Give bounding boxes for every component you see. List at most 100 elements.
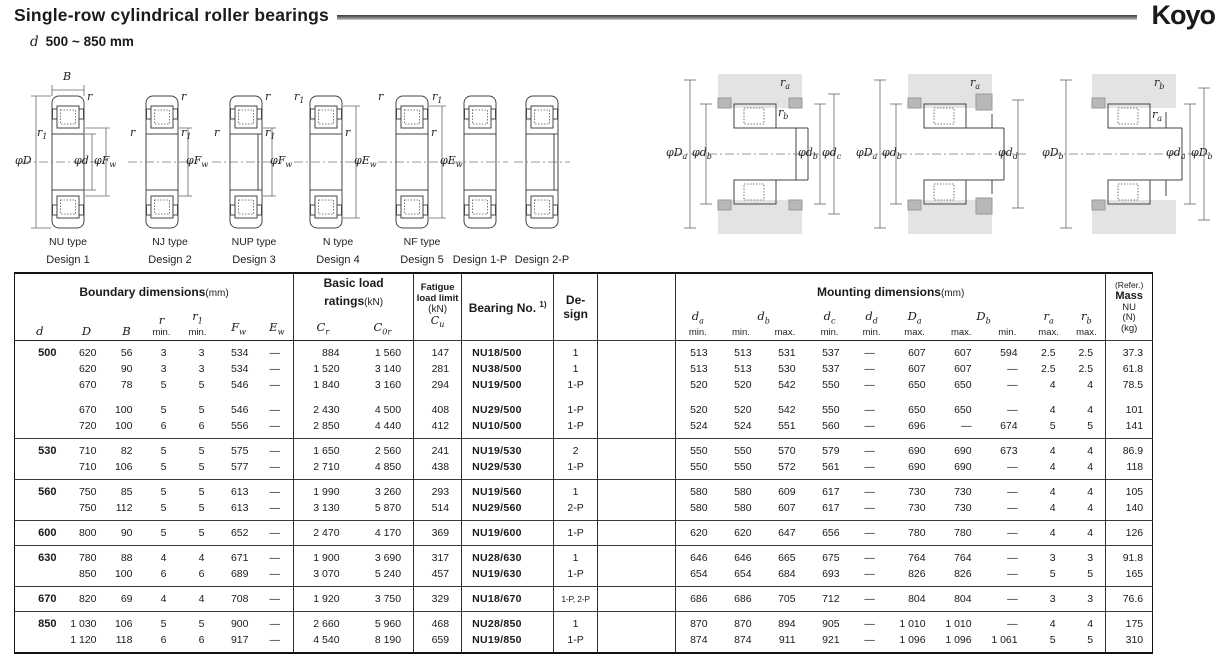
cell-db-min: 580 [719, 479, 764, 501]
cell-db-min: 646 [719, 545, 764, 567]
cell-C0r: 8 190 [374, 634, 402, 647]
footnote-marker: 1) [539, 299, 547, 309]
cell-C0r: 4 440 [374, 420, 402, 433]
cell-bearing-no: NU19/600 [461, 520, 554, 546]
cell-dc-min: 617 [822, 502, 840, 515]
cell-bearing-no: NU19/500 [461, 377, 554, 394]
cell-Ew: — [269, 363, 281, 376]
cell-Cr: 2 430 [293, 393, 352, 419]
cell-Fw: 708 [216, 586, 261, 612]
cell-ra-max: 5 [1049, 634, 1056, 647]
cell-d: 670 [14, 586, 65, 612]
cell-r1-min: 6 [198, 568, 205, 581]
cell-d: 600 [14, 520, 65, 546]
cell-db-min: 520 [734, 404, 752, 417]
cell-empty [597, 545, 676, 567]
cell-da-min: 580 [675, 479, 720, 501]
design-caption-2p: Design 2-P [514, 254, 570, 266]
cell-B: 85 [108, 479, 145, 501]
cell-empty [597, 340, 676, 362]
cell-Ew: — [260, 479, 294, 501]
cell-r-min: 5 [144, 520, 179, 546]
cell-dc-min: 550 [822, 404, 840, 417]
dim-label-r1: r1 [432, 90, 443, 106]
col-Fw: Fw [216, 310, 261, 342]
cell-dd-min: — [864, 404, 875, 417]
cell-design: 1 [553, 545, 598, 567]
cell-Db-max: 826 [954, 568, 972, 581]
cell-r1-min: 5 [198, 404, 205, 417]
cell-bearing-no: NU19/630 [461, 566, 554, 587]
cell-ra-max: 2.5 [1029, 340, 1068, 362]
cell-Ew: — [269, 461, 281, 474]
type-caption-nj: NJ type [152, 236, 188, 248]
cell-ra-max: 3 [1029, 545, 1068, 567]
cell-db-min: 580 [734, 502, 752, 515]
mounting-diagram-1: ra rb φDa φdb φdb φdc [666, 74, 848, 244]
cell-Cr: 1 840 [293, 377, 352, 394]
cell-Fw: 534 [230, 363, 249, 376]
cell-db-max: 609 [763, 479, 808, 501]
cell-dd-min: — [864, 568, 875, 581]
cell-mass: 76.6 [1105, 586, 1153, 612]
cell-Da-max: 730 [908, 502, 926, 515]
design-caption-1: Design 1 [46, 254, 90, 266]
cell-Cr: 1 920 [293, 586, 352, 612]
col-B: B [108, 310, 145, 342]
cell-Cr: 1 520 [293, 361, 352, 378]
cell-B: 90 [120, 363, 133, 376]
cell-Cu: 317 [413, 545, 462, 567]
cell-d [15, 393, 65, 418]
type-caption-nf: NF type [403, 236, 441, 248]
cell-mass: 101 [1105, 393, 1153, 419]
mounting-drawing-2 [864, 74, 1028, 234]
cell-r-min: 5 [160, 379, 167, 392]
cell-rb-max: 2.5 [1078, 363, 1094, 376]
bearing-table-wrap: Boundary dimensions(mm) Basic load ratin… [14, 272, 1154, 654]
cell-d: 850 [14, 611, 65, 633]
cell-db-max: 572 [778, 461, 796, 474]
cell-bearing-no: NU19/850 [461, 632, 554, 654]
cell-db-min: 550 [734, 461, 752, 474]
cell-Cu: 457 [413, 566, 462, 587]
cell-Ew: — [260, 438, 294, 460]
cell-rb-max: 5 [1087, 420, 1094, 433]
cell-r1-min: 5 [178, 479, 217, 501]
cell-design: 1-P [553, 566, 598, 587]
cell-Db-max: 607 [937, 340, 984, 362]
cell-db-min: 520 [734, 379, 752, 392]
cell-C0r: 4 500 [374, 404, 402, 417]
cell-db-max: 705 [763, 586, 808, 612]
cell-ra-max: 3 [1029, 586, 1068, 612]
cell-ra-max: 4 [1049, 379, 1056, 392]
cell-Cr: 1 990 [293, 479, 352, 501]
cell-design: 1-P [553, 632, 598, 654]
cell-da-min: 524 [675, 418, 720, 439]
cell-Ew: — [269, 502, 281, 515]
cell-rb-max: 4 [1087, 461, 1094, 474]
dim-label-phiDb-right: φDb [1191, 146, 1213, 162]
cell-design: 1 [553, 361, 598, 378]
cell-d [15, 459, 65, 480]
cell-Ew: — [269, 568, 281, 581]
cell-Db-min: — [1007, 461, 1018, 474]
cell-mass: 61.8 [1105, 361, 1153, 378]
cell-Db-max: 730 [937, 479, 984, 501]
dim-label-r-right: r [431, 126, 437, 139]
cell-D: 710 [64, 438, 109, 460]
dim-label-phidb: φdb [882, 146, 902, 162]
dim-label-phiDa: φDa [856, 146, 878, 162]
cell-da-min: 654 [675, 566, 720, 587]
cell-db-min: 874 [734, 634, 752, 647]
cell-mass: 118 [1105, 459, 1153, 480]
cell-ra-max: 4 [1029, 479, 1068, 501]
cell-Db-max: — [961, 420, 972, 433]
dim-label-phiFw: φFw [270, 154, 293, 170]
cell-r1-min: 5 [178, 611, 217, 633]
cell-Da-max: 780 [891, 520, 938, 546]
